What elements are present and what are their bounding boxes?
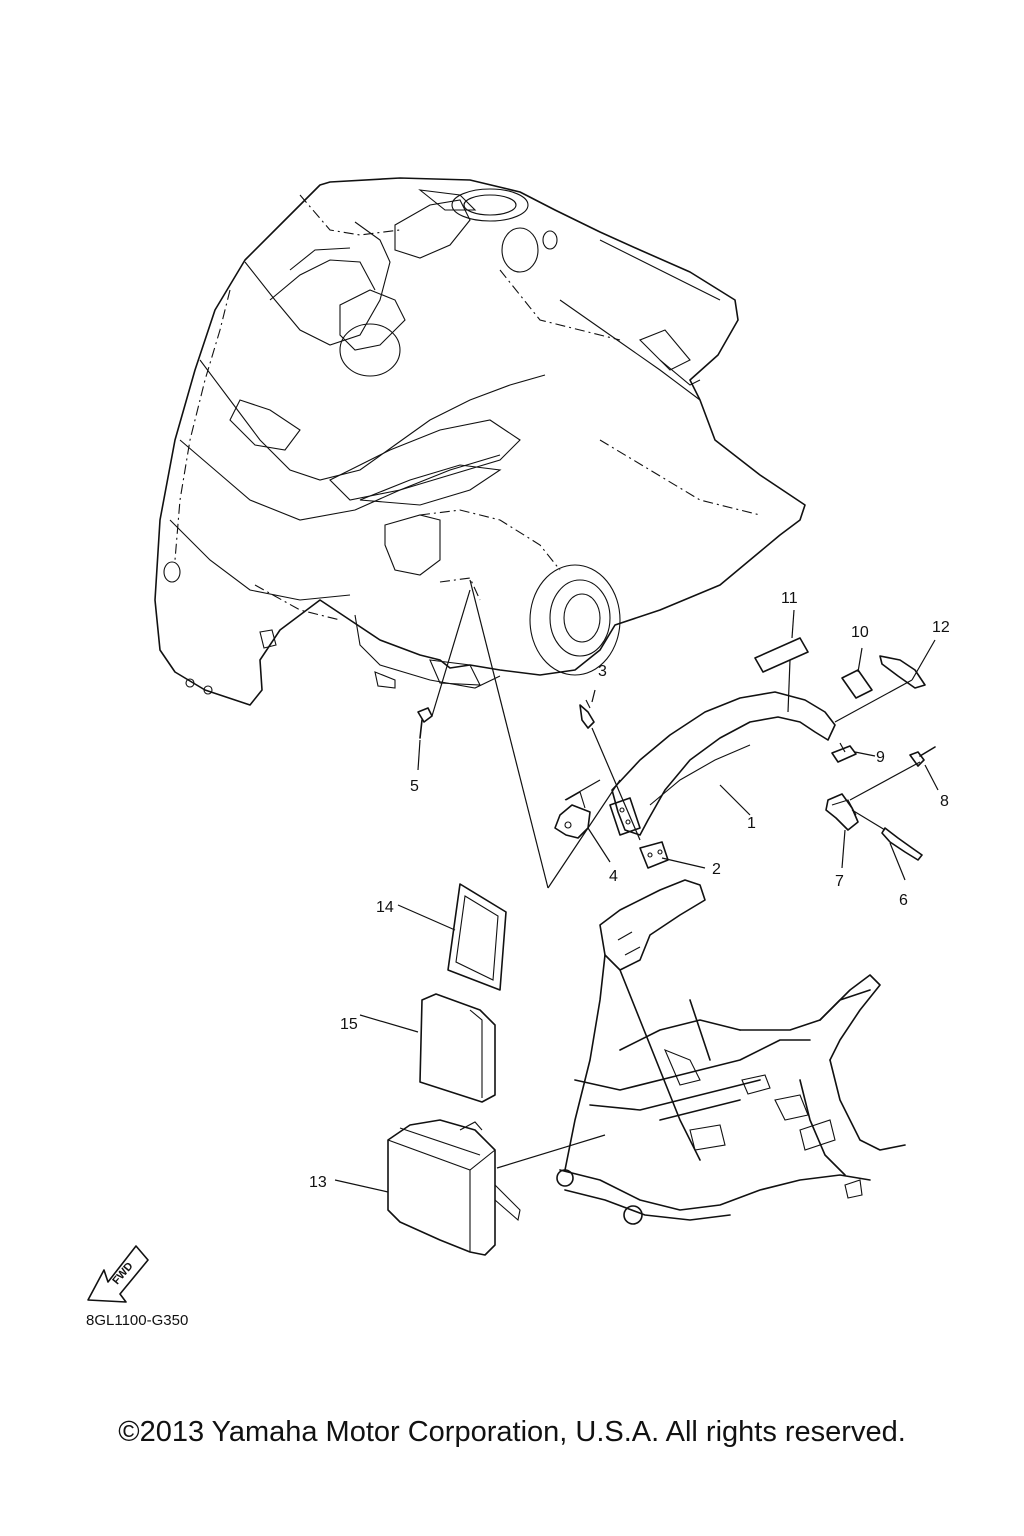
callout-6: 6 bbox=[899, 892, 908, 909]
callout-12: 12 bbox=[932, 619, 950, 636]
callout-8: 8 bbox=[940, 793, 949, 810]
callout-labels: 1 2 3 4 5 6 7 8 9 10 11 12 13 14 15 bbox=[309, 590, 950, 1191]
vehicle-frame bbox=[556, 879, 906, 1225]
clip-part-3 bbox=[579, 699, 595, 729]
battery-box-part-13 bbox=[387, 1119, 521, 1256]
callout-4: 4 bbox=[609, 868, 618, 885]
pad-part-11 bbox=[754, 637, 809, 673]
callout-11: 11 bbox=[781, 590, 798, 607]
tank-band-part-1 bbox=[611, 691, 836, 836]
callout-13: 13 bbox=[309, 1174, 327, 1191]
callout-5: 5 bbox=[410, 778, 419, 795]
pad-part-10 bbox=[841, 669, 873, 699]
callout-3: 3 bbox=[598, 663, 607, 680]
drawing-code: 8GL1100-G350 bbox=[86, 1312, 188, 1329]
leader-lines bbox=[334, 579, 939, 1193]
bracket-plate-part-2 bbox=[609, 797, 669, 869]
rivet-part-8 bbox=[909, 746, 936, 767]
callout-2: 2 bbox=[712, 861, 721, 878]
holder-part-7 bbox=[825, 793, 859, 831]
copyright-notice: ©2013 Yamaha Motor Corporation, U.S.A. A… bbox=[118, 1416, 906, 1448]
callout-9: 9 bbox=[876, 749, 885, 766]
callout-10: 10 bbox=[851, 624, 869, 641]
callout-14: 14 bbox=[376, 899, 394, 916]
filter-frame-part-14 bbox=[447, 883, 507, 991]
fwd-arrow-icon: FWD bbox=[87, 1245, 149, 1303]
push-rivet-part-5 bbox=[417, 707, 433, 739]
callout-15: 15 bbox=[340, 1016, 358, 1033]
fwd-label: FWD bbox=[110, 1260, 135, 1287]
callout-1: 1 bbox=[747, 815, 756, 832]
strap-part-6 bbox=[881, 827, 923, 861]
cover-part-15 bbox=[419, 993, 496, 1103]
pad-part-12 bbox=[879, 655, 926, 689]
damper-part-9 bbox=[831, 745, 857, 763]
callout-7: 7 bbox=[835, 873, 844, 890]
fuel-tank-cover-assembly bbox=[154, 177, 806, 706]
bracket-part-4 bbox=[554, 791, 591, 839]
